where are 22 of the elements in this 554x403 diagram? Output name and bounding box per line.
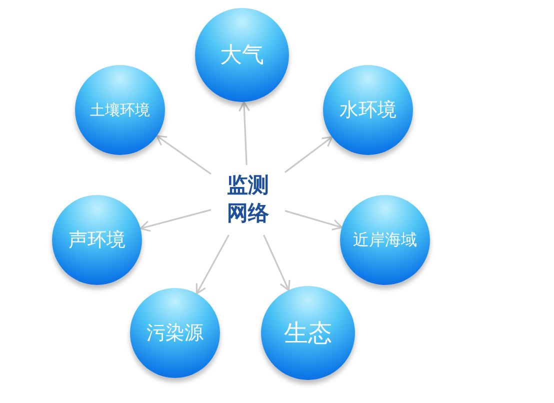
node-label: 声环境 [68, 228, 126, 253]
node-label: 生态 [284, 318, 332, 349]
arrow [156, 135, 212, 175]
circle-node [75, 65, 165, 155]
arrow [263, 234, 290, 291]
center-label: 监测网络 [225, 171, 271, 227]
circle-node [130, 288, 220, 378]
circle-node [340, 195, 430, 285]
circle-node [195, 8, 289, 102]
circle-node [261, 286, 355, 380]
node-label: 大气 [220, 42, 264, 70]
arrow [284, 136, 333, 173]
node-label: 污染源 [146, 321, 204, 346]
node-label: 土壤环境 [90, 100, 150, 120]
arrow [196, 234, 230, 294]
circle-node [323, 65, 413, 155]
node-label: 近岸海域 [353, 230, 417, 250]
arrow [284, 210, 343, 230]
arrow [140, 209, 212, 232]
node-label: 水环境 [340, 98, 396, 123]
circle-node [52, 195, 142, 285]
arrow [238, 101, 250, 166]
